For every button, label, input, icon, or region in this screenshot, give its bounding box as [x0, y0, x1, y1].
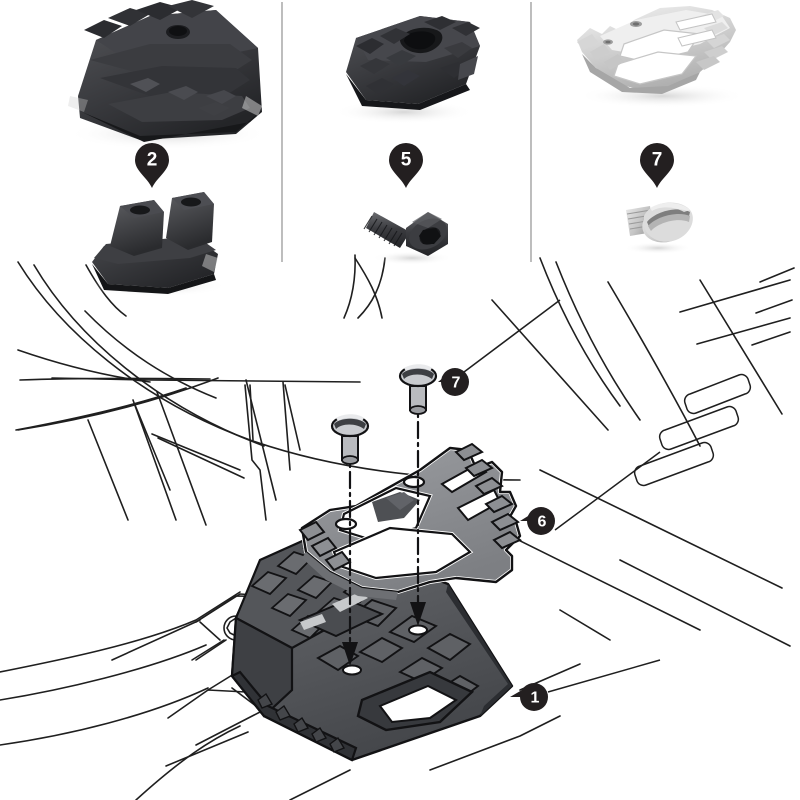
assembly-callout-7: 7 [438, 368, 469, 396]
panel-2-part-upper-brake-pedal-extension-plate [68, 0, 268, 150]
assembly-callout-6: 6 [520, 507, 555, 535]
panel-7-part-lower-slotted-pan-head-screw [624, 202, 693, 254]
callout-pin-5: 5 [389, 143, 423, 188]
assembly-callout-1-label: 1 [531, 690, 540, 707]
panel-7-part-upper-aluminium-support-bracket [577, 6, 746, 108]
assembly-footpeg-base-plate [230, 532, 514, 762]
assembly-callout-7-label: 7 [452, 375, 461, 392]
assembly-slotted-screw-right [398, 364, 438, 415]
callout-5-label: 5 [401, 150, 412, 171]
assembly-slotted-screw-left [330, 414, 370, 465]
panel-5-part-lower-socket-head-cap-screw [363, 212, 452, 265]
assembly-aluminium-support-bracket [298, 442, 522, 600]
panel-2-part-lower-brake-pedal-mount-bracket [84, 192, 228, 297]
assembly-callout-6-label: 6 [538, 514, 547, 531]
callout-pin-7: 7 [640, 143, 674, 188]
assembly-arrow-left [342, 642, 358, 666]
assembly-arrow-right [410, 602, 426, 626]
assembly-centerlines [348, 391, 420, 654]
assembly-leader-lines [459, 299, 661, 693]
panel-5-part-upper-footpeg-cleat-block [334, 16, 480, 124]
callout-pin-2: 2 [135, 143, 169, 188]
assembly-callout-1: 1 [510, 683, 548, 711]
callout-7-label: 7 [652, 150, 663, 171]
callout-2-label: 2 [147, 150, 158, 171]
